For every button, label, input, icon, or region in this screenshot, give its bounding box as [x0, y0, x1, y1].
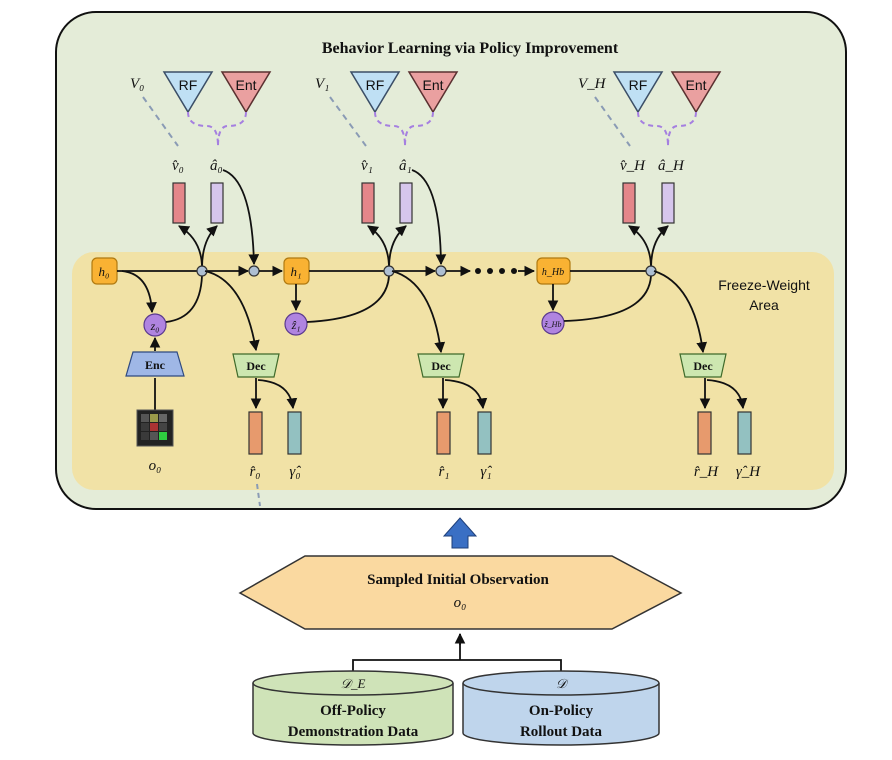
z-label-H: ẑ_Hb [544, 320, 562, 329]
a-bar-1 [399, 182, 413, 224]
action-merge-node [248, 265, 260, 277]
ent-label-0: Ent [235, 77, 256, 93]
ent-label-1: Ent [422, 77, 443, 93]
rf-head-H [612, 71, 664, 114]
ellipsis-dots [475, 268, 517, 274]
on-policy-line1: On-Policy [529, 703, 594, 719]
value-label-0: V₀ [130, 76, 144, 92]
rf-label-0: RF [179, 77, 198, 93]
v-bar-1 [361, 182, 375, 224]
v-bar-H [622, 182, 636, 224]
node1-to-dec [391, 270, 446, 354]
v-bar-0 [172, 182, 186, 224]
r-bar-H [697, 411, 712, 455]
z1-to-node [306, 275, 390, 323]
g-bar-0 [287, 411, 302, 455]
dec-label-H: Dec [693, 359, 713, 373]
g-bar-1 [477, 411, 492, 455]
z-circle-1 [284, 312, 308, 336]
head-link-0 [187, 111, 247, 147]
h-label-H: h_Hb [542, 267, 564, 278]
rf-label-H: RF [629, 77, 648, 93]
h0-to-z0 [121, 270, 157, 314]
dec-module-0 [232, 353, 280, 378]
z0-to-node [165, 275, 203, 323]
dec0-to-g [257, 379, 298, 410]
on-policy-data-cylinder [462, 670, 660, 746]
ent-head-0 [220, 71, 272, 114]
r-hat-0: r̂₀ [249, 464, 260, 480]
obs-label: o₀ [149, 458, 162, 474]
node-to-a-0 [201, 225, 218, 269]
r-hat-H: r̂_H [694, 464, 719, 480]
node-to-a-1 [388, 225, 407, 269]
g-hat-1: γ̂₁ [480, 464, 492, 480]
on-policy-line2: Rollout Data [520, 724, 603, 740]
freeze-label-line2: Area [749, 297, 779, 313]
ent-label-H: Ent [685, 77, 706, 93]
zH-to-node [563, 275, 652, 322]
off-policy-symbol: 𝒟_E [341, 676, 366, 691]
data-merge-lines [352, 634, 562, 672]
value-label-H: V_H [578, 76, 607, 92]
node0-to-dec [204, 270, 260, 352]
ent-head-H [670, 71, 722, 114]
dec-module-H [679, 353, 727, 378]
head-link-1 [374, 111, 434, 147]
a-to-merge-1 [411, 169, 447, 266]
r-bar-0 [248, 411, 263, 455]
r0-dashed [256, 483, 261, 507]
z-label-0: z₀ [150, 319, 160, 333]
ent-head-1 [407, 71, 459, 114]
sampled-observation-hexagon [238, 555, 683, 630]
decH-to-g [706, 379, 748, 410]
off-policy-line1: Off-Policy [320, 703, 386, 719]
node-to-a-H [650, 225, 669, 269]
a-hat-H: â_H [658, 158, 685, 174]
g-hat-0: γ̂₀ [289, 464, 301, 480]
a-hat-0: â₀ [210, 158, 223, 174]
a-bar-0 [210, 182, 224, 224]
r-bar-1 [436, 411, 451, 455]
g-bar-H [737, 411, 752, 455]
v-hat-1: v̂₁ [361, 158, 373, 174]
off-policy-line2: Demonstration Data [288, 724, 419, 740]
h-label-0: h₀ [98, 264, 109, 279]
z-circle-0 [143, 313, 167, 337]
z-circle-H [541, 311, 565, 335]
on-policy-symbol: 𝒟 [556, 676, 569, 691]
rf-head-0 [162, 71, 214, 114]
sampled-sub: o₀ [454, 595, 467, 611]
enc-label: Enc [145, 358, 166, 372]
a-hat-1: â₁ [399, 158, 412, 174]
dec-module-1 [417, 353, 465, 378]
rf-label-1: RF [366, 77, 385, 93]
enc-module [125, 351, 185, 377]
g-hat-H: γ̂_H [736, 464, 761, 480]
freeze-label-line1: Freeze-Weight [718, 277, 810, 293]
r-hat-1: r̂₁ [438, 464, 449, 480]
rf-head-1 [349, 71, 401, 114]
dec-label-0: Dec [246, 359, 266, 373]
value-label-1: V₁ [315, 76, 329, 92]
v-hat-0: v̂₀ [172, 158, 184, 174]
dec1-to-g [444, 379, 488, 410]
sampled-title: Sampled Initial Observation [367, 572, 549, 588]
dec-label-1: Dec [431, 359, 451, 373]
head-link-H [637, 111, 697, 147]
action-merge-node-1 [435, 265, 447, 277]
up-arrow [442, 517, 478, 549]
observation-image [136, 409, 174, 447]
v-hat-H: v̂_H [620, 158, 646, 174]
nodeH-to-dec [653, 270, 708, 354]
z-label-1: ẑ₁ [291, 318, 301, 332]
off-policy-data-cylinder [252, 670, 454, 746]
a-bar-H [661, 182, 675, 224]
panel-title: Behavior Learning via Policy Improvement [322, 40, 619, 57]
h-label-1: h₁ [290, 264, 301, 279]
a-to-merge-0 [222, 169, 260, 266]
